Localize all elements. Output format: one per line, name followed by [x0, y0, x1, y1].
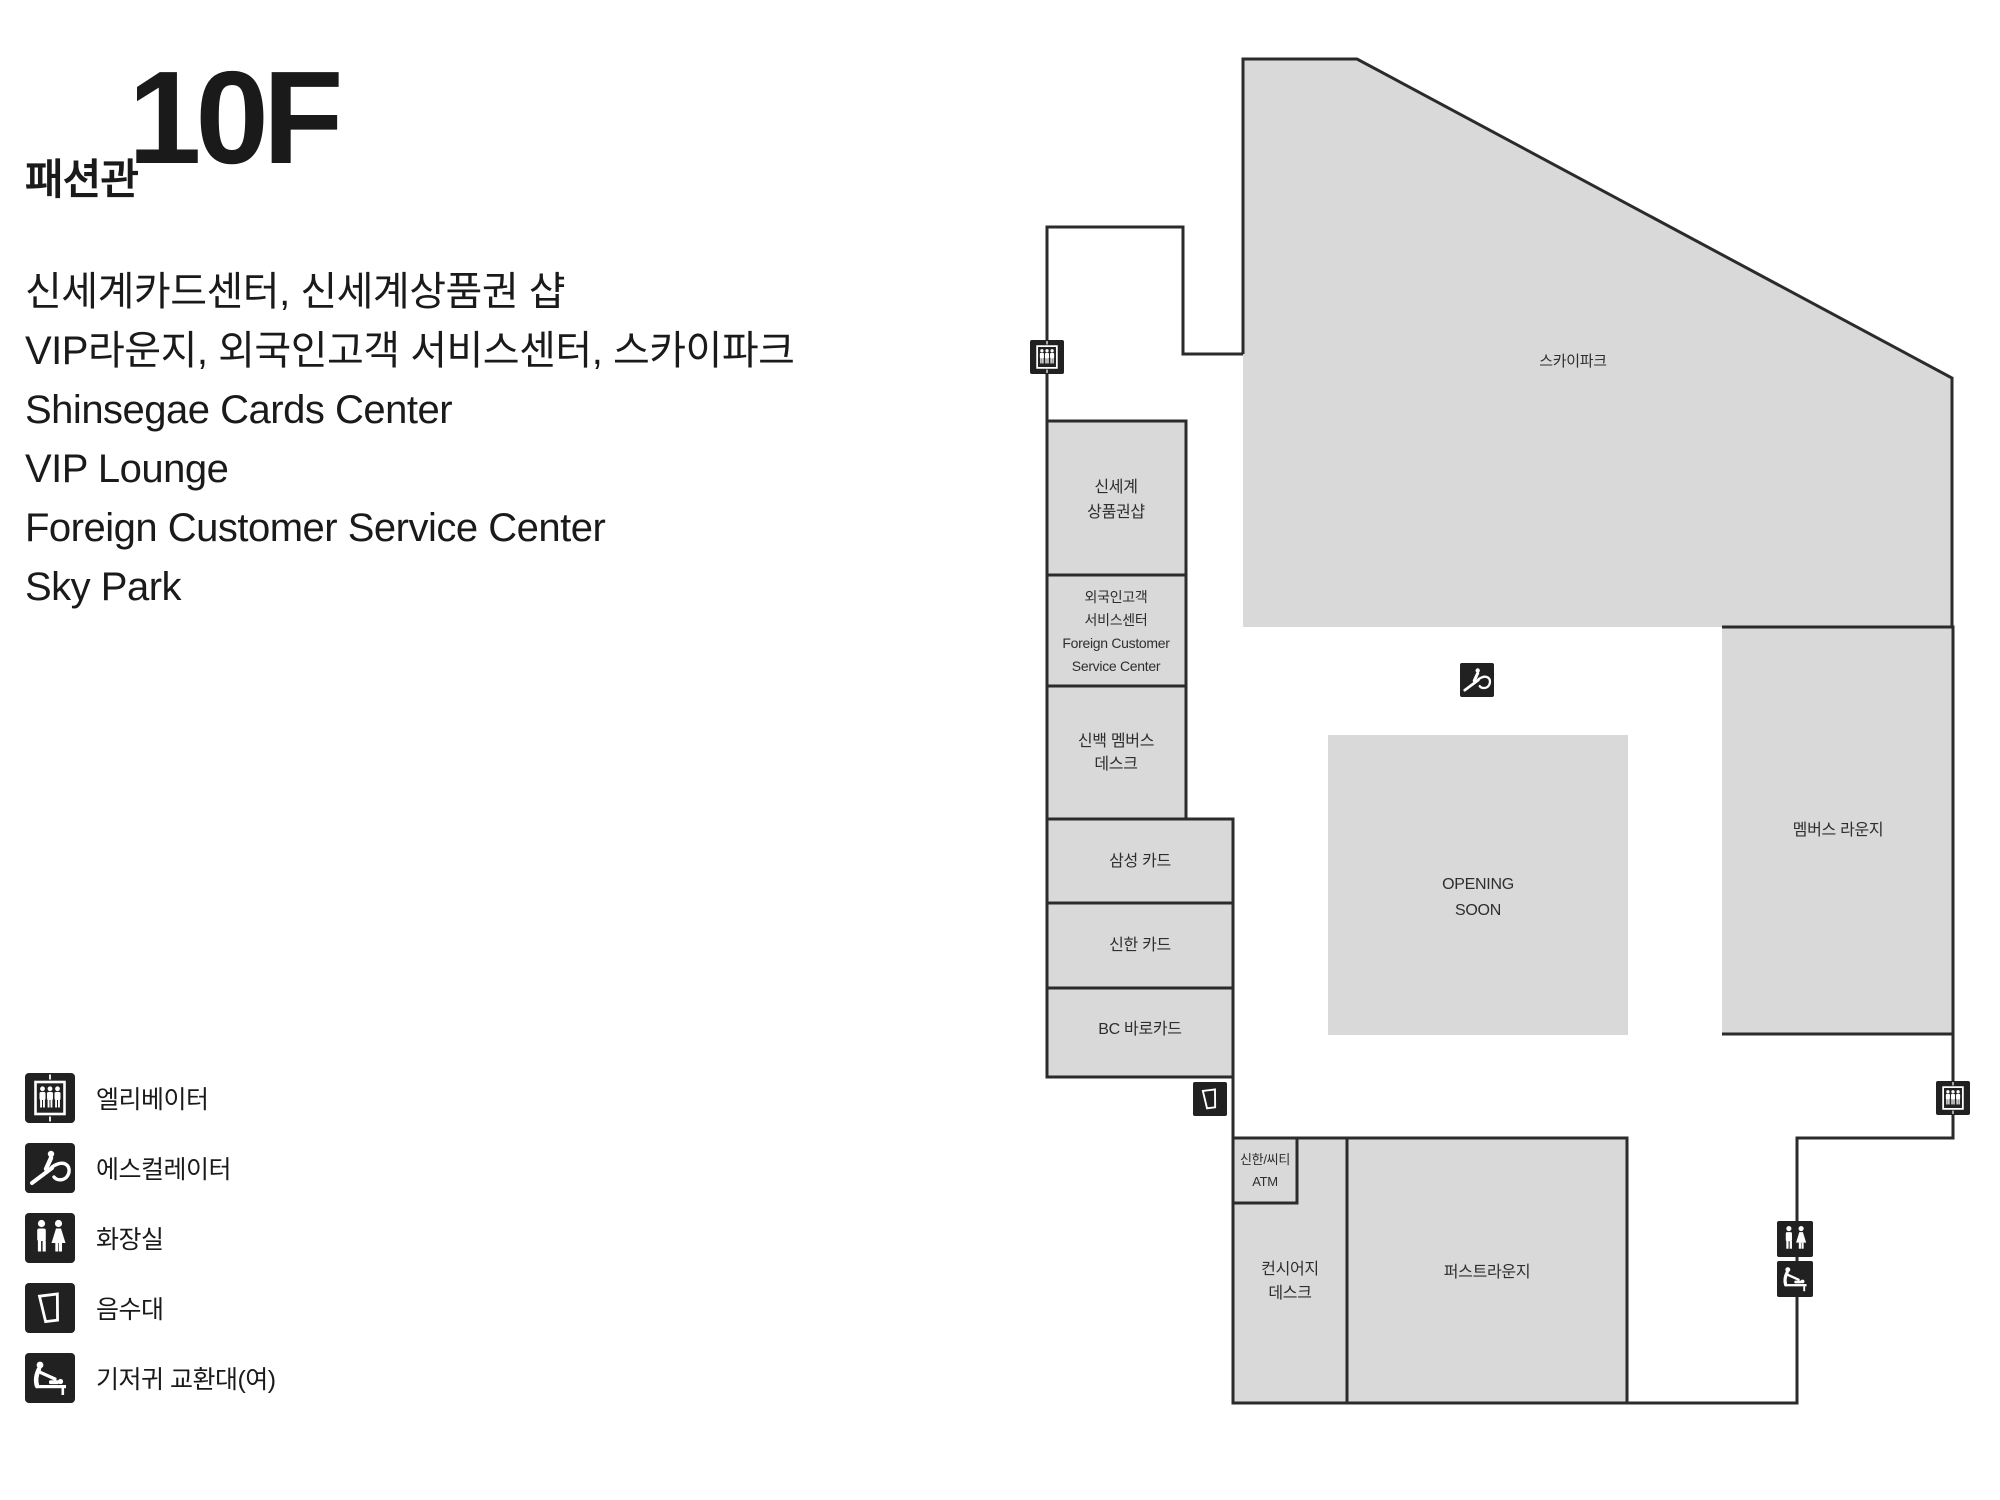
description-line: VIP라운지, 외국인고객 서비스센터, 스카이파크	[25, 329, 795, 373]
skypark-outline	[1241, 57, 1954, 627]
water-fountain-icon	[1193, 1082, 1227, 1116]
escalator-icon	[25, 1143, 75, 1193]
description-line: Sky Park	[25, 565, 182, 609]
giftshop-label: 신세계 상품권샵	[1087, 475, 1145, 525]
atm-label-line2: ATM	[1252, 1174, 1278, 1189]
legend-label: 기저귀 교환대(여)	[96, 1366, 276, 1394]
concierge-label: 컨시어지 데스크	[1261, 1258, 1319, 1306]
legend-item-elevator: 엘리베이터	[25, 1073, 209, 1123]
first-lounge-label: 퍼스트라운지	[1443, 1264, 1531, 1281]
foreign-center-label-line1: 외국인고객	[1084, 589, 1148, 605]
legend-label: 화장실	[96, 1226, 164, 1254]
shinhan-card-label: 신한 카드	[1109, 937, 1171, 954]
atm-room-shape	[1231, 1136, 1299, 1205]
opening-soon-label-line1: OPENING	[1442, 876, 1514, 893]
diaper-station-icon	[1777, 1261, 1813, 1297]
floor-number: 10F	[128, 44, 343, 191]
members-lounge-label: 멤버스 라운지	[1792, 822, 1884, 839]
foreign-center-label-line2: 서비스센터	[1084, 612, 1148, 628]
water-fountain-icon	[25, 1283, 75, 1333]
legend-item-water-fountain: 음수대	[25, 1283, 164, 1333]
legend-label: 에스컬레이터	[96, 1156, 232, 1184]
members-desk-label-line1: 신백 멤버스	[1077, 733, 1155, 750]
skypark-label: 스카이파크	[1539, 353, 1607, 370]
restroom-icon	[1777, 1221, 1813, 1257]
giftshop-label-line1: 신세계	[1094, 479, 1138, 496]
opening-soon-label: OPENING SOON	[1442, 872, 1514, 924]
bc-card-room-shape	[1045, 986, 1235, 1079]
atm-label: 신한/씨티 ATM	[1240, 1149, 1290, 1193]
foreign-center-room-shape	[1045, 573, 1188, 688]
members-desk-room-shape	[1045, 684, 1188, 821]
skypark-room-shape	[1243, 59, 1952, 627]
elevator-icon	[25, 1073, 75, 1123]
samsung-card-label: 삼성 카드	[1109, 853, 1171, 870]
description-line: Shinsegae Cards Center	[25, 388, 453, 432]
legend-label: 음수대	[96, 1296, 164, 1324]
description-line: VIP Lounge	[25, 447, 229, 491]
description-line: 신세계카드센터, 신세계상품권 샵	[25, 270, 566, 314]
opening-soon-label-line2: SOON	[1455, 902, 1501, 919]
diaper-station-icon	[25, 1353, 75, 1403]
foreign-center-label: 외국인고객 서비스센터 Foreign Customer Service Cen…	[1062, 586, 1170, 678]
opening-soon-room-shape	[1328, 735, 1628, 1035]
legend-item-escalator: 에스컬레이터	[25, 1143, 232, 1193]
members-desk-label-line2: 데스크	[1094, 756, 1138, 773]
restroom-icon	[25, 1213, 75, 1263]
samsung-card-room-shape	[1045, 817, 1235, 905]
right-walkway-outline	[1627, 1034, 1955, 1405]
legend-item-restroom: 화장실	[25, 1213, 164, 1263]
legend-label: 엘리베이터	[96, 1086, 209, 1114]
foreign-center-label-line3: Foreign Customer	[1062, 635, 1170, 651]
elevator-icon	[1936, 1081, 1970, 1115]
floor-description: 신세계카드센터, 신세계상품권 샵 VIP라운지, 외국인고객 서비스센터, 스…	[25, 263, 795, 617]
building-name: 패션관	[25, 156, 139, 203]
legend-item-diaper-station: 기저귀 교환대(여)	[25, 1353, 276, 1403]
giftshop-label-line2: 상품권샵	[1087, 504, 1145, 521]
concierge-label-line2: 데스크	[1268, 1285, 1312, 1302]
members-lounge-outline	[1722, 625, 1955, 1036]
bc-card-label: BC 바로카드	[1098, 1021, 1182, 1038]
atm-label-line1: 신한/씨티	[1240, 1152, 1290, 1167]
members-lounge-room-shape	[1722, 627, 1953, 1034]
foreign-center-label-line4: Service Center	[1071, 658, 1161, 674]
members-desk-label: 신백 멤버스 데스크	[1077, 730, 1155, 776]
shinhan-card-room-shape	[1045, 901, 1235, 990]
concierge-label-line1: 컨시어지	[1261, 1261, 1319, 1278]
escalator-icon	[1460, 663, 1494, 697]
corridor-protrusion-outline	[1045, 225, 1243, 421]
elevator-icon	[1030, 340, 1064, 374]
description-line: Foreign Customer Service Center	[25, 506, 606, 550]
first-lounge-room-shape	[1345, 1136, 1629, 1405]
